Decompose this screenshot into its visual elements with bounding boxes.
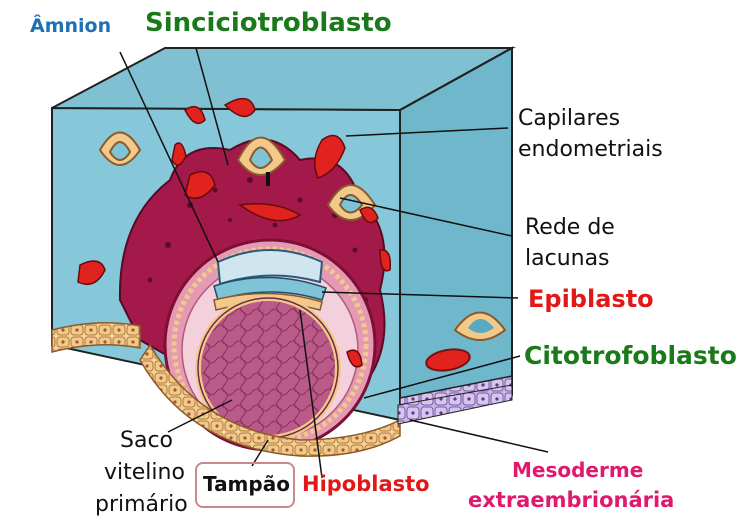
label-epiblasto: Epiblasto	[528, 287, 654, 311]
label-sinciciotroblasto: Sinciciotroblasto	[145, 10, 392, 36]
label-capilares-1: Capilares	[518, 108, 620, 130]
label-mesoderme-1: Mesoderme	[512, 460, 643, 480]
label-saco-3: primário	[95, 494, 188, 516]
label-mesoderme-2: extraembrionária	[468, 490, 674, 511]
label-hipoblasto: Hipoblasto	[302, 474, 430, 495]
label-capilares-2: endometriais	[518, 139, 663, 161]
label-citotrofoblasto: Citotrofoblasto	[524, 343, 737, 368]
label-saco-1: Saco	[120, 430, 173, 452]
label-tampao: Tampão	[203, 474, 290, 494]
label-rede-2: lacunas	[525, 248, 610, 270]
label-amnion: Âmnion	[30, 17, 111, 36]
label-rede-1: Rede de	[525, 217, 615, 239]
label-saco-2: vitelino	[104, 462, 185, 484]
